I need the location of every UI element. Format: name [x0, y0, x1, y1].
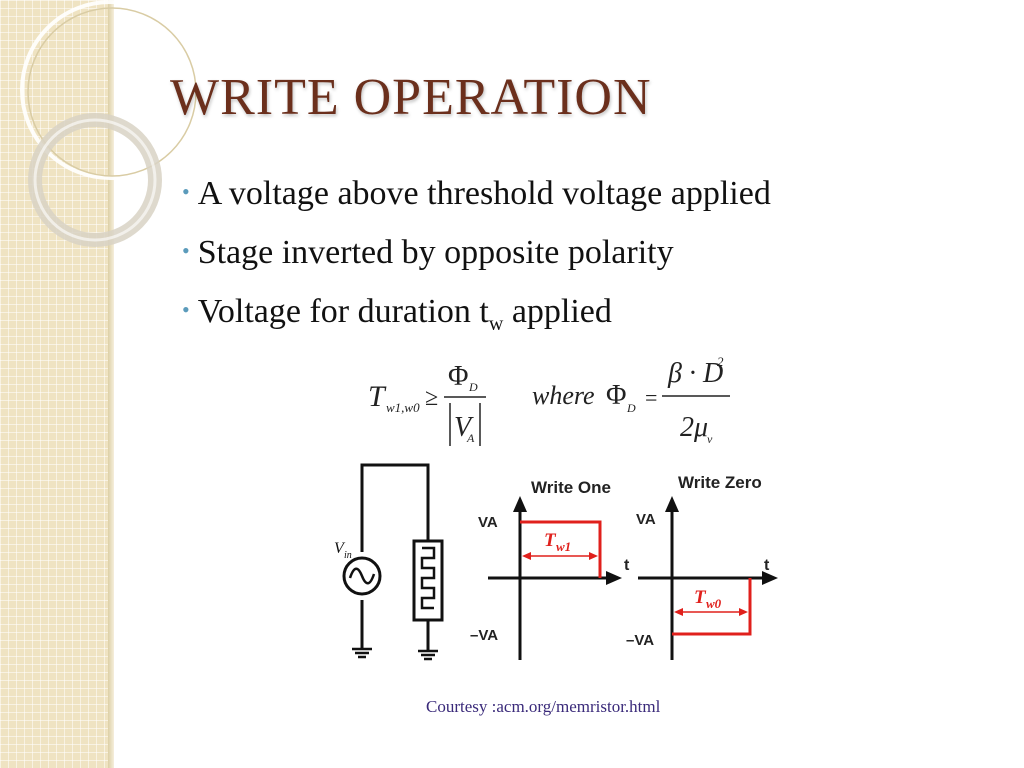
write-zero-t-label: t — [764, 557, 770, 574]
eq-denominator: V — [454, 412, 474, 443]
eq-rhs-symbol: Φ — [606, 380, 626, 411]
ground-icon-left — [352, 647, 372, 659]
write-one-t-label: t — [624, 557, 630, 574]
tw1-subscript: w1 — [556, 539, 571, 554]
eq-relation: ≥ — [425, 385, 438, 411]
bullet-item: •A voltage above threshold voltage appli… — [182, 175, 771, 212]
write-one-pulse — [520, 520, 602, 578]
tw0-subscript: w0 — [706, 596, 722, 611]
memristor-icon — [412, 539, 444, 622]
eq-equals: = — [645, 385, 657, 410]
write-one-x-arrow-icon — [606, 571, 622, 585]
write-one-plot: Write One VA –VA t T w1 — [470, 478, 630, 660]
bullet-item: •Stage inverted by opposite polarity — [182, 234, 674, 271]
slide-title: WRITE OPERATION — [170, 69, 652, 126]
write-zero-pulse — [672, 578, 752, 636]
bullet-item: •Voltage for duration tw applied — [182, 293, 612, 335]
circuit-wire-top — [360, 463, 430, 552]
memristor-circuit — [342, 463, 444, 661]
write-zero-label: Write Zero — [678, 473, 762, 492]
eq-rhs-numerator: β · D — [667, 358, 723, 389]
bullet-icon: • — [182, 297, 190, 322]
ground-icon-right — [418, 649, 438, 661]
sine-wave-icon — [348, 567, 376, 585]
write-one-y-arrow-icon — [513, 496, 527, 512]
eq-rhs-denominator-subscript: v — [707, 432, 713, 446]
tw1-left-arrow-icon — [522, 552, 531, 560]
write-zero-neg-va-label: –VA — [626, 632, 654, 649]
write-time-equation: T w1,w0 ≥ Φ D V A where Φ D = β · D 2 2μ… — [368, 354, 730, 446]
tw1-label: T — [544, 530, 557, 551]
write-zero-va-label: VA — [636, 511, 656, 528]
eq-numerator-subscript: D — [468, 380, 478, 394]
write-one-label: Write One — [531, 478, 611, 497]
bullet-icon: • — [182, 179, 190, 204]
bullet-icon: • — [182, 238, 190, 263]
eq-denominator-subscript: A — [466, 431, 475, 445]
write-zero-y-arrow-icon — [665, 496, 679, 512]
eq-where-label: where — [532, 381, 595, 410]
eq-lhs-symbol: T — [368, 380, 387, 413]
source-label: V — [334, 540, 346, 557]
decorative-rings — [20, 0, 200, 247]
write-one-va-label: VA — [478, 514, 498, 531]
write-one-neg-va-label: –VA — [470, 627, 498, 644]
sidebar-edge — [108, 0, 114, 768]
eq-lhs-subscript: w1,w0 — [386, 400, 420, 415]
tw0-left-arrow-icon — [674, 608, 683, 616]
write-zero-plot: Write Zero VA –VA t T w0 — [626, 473, 778, 660]
courtesy-caption: Courtesy :acm.org/memristor.html — [426, 697, 661, 716]
ac-source-icon — [342, 556, 382, 596]
write-zero-x-arrow-icon — [762, 571, 778, 585]
tw0-right-arrow-icon — [739, 608, 748, 616]
tw0-label: T — [694, 587, 707, 608]
eq-rhs-numerator-superscript: 2 — [717, 354, 724, 369]
eq-rhs-subscript: D — [626, 401, 636, 415]
source-subscript: in — [344, 550, 352, 561]
memristor-zigzag — [420, 546, 436, 610]
tw1-right-arrow-icon — [589, 552, 598, 560]
eq-numerator: Φ — [448, 361, 468, 392]
bullet-list: •A voltage above threshold voltage appli… — [182, 166, 771, 352]
eq-rhs-denominator: 2μ — [680, 412, 708, 443]
